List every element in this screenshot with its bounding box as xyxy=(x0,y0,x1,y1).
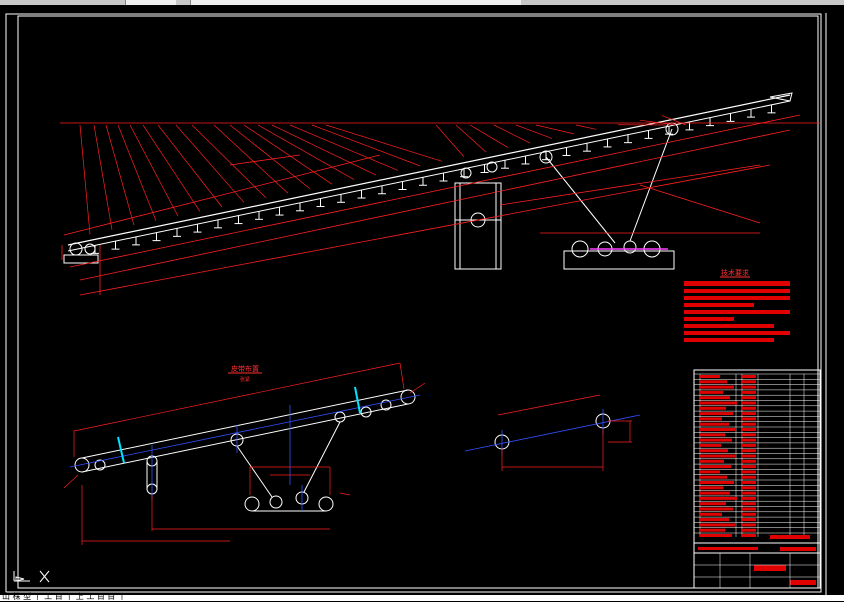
bom-row-text xyxy=(700,439,732,442)
bom-row-code xyxy=(742,529,756,532)
bom-row-text xyxy=(700,534,732,537)
bom-row-text xyxy=(700,486,723,489)
bom-row-text xyxy=(700,518,729,521)
bom-row-text xyxy=(700,492,730,495)
bom-row-text xyxy=(700,444,721,447)
leader-line xyxy=(80,125,90,234)
bom-row-text xyxy=(700,449,728,452)
belt-diagram-subtitle: 张紧 xyxy=(240,376,250,383)
leader-line xyxy=(640,120,676,125)
bom-row-code xyxy=(742,523,756,526)
leader-line xyxy=(230,125,310,189)
bom-row-code xyxy=(742,402,756,405)
bom-row-code xyxy=(742,386,756,389)
leader-line xyxy=(94,125,112,230)
bom-row-text xyxy=(700,375,720,378)
bom-row-text xyxy=(700,402,737,405)
tech-requirements-block: 技术要求 xyxy=(684,268,790,342)
leader-line xyxy=(130,125,178,216)
bom-row-code xyxy=(742,497,756,500)
inner-frame xyxy=(18,16,818,588)
bom-row-code xyxy=(742,449,756,452)
bom-row-code xyxy=(742,534,756,537)
bom-row-code xyxy=(742,481,756,484)
bom-row-code xyxy=(742,407,756,410)
leader-line xyxy=(118,125,156,221)
bom-row-text xyxy=(700,391,723,394)
bom-row-text xyxy=(700,423,729,426)
bom-row-text xyxy=(700,465,731,468)
leader-line xyxy=(290,125,398,170)
bom-row-code xyxy=(742,508,756,511)
leader-line xyxy=(516,125,552,138)
bom-row-text xyxy=(700,481,734,484)
leader-line xyxy=(470,125,508,148)
leader-line xyxy=(272,125,376,175)
leader-line xyxy=(106,125,134,225)
bom-row-text xyxy=(700,455,735,458)
bom-row-code xyxy=(742,375,756,378)
belt-arrangement-diagram: 皮带布置 张紧 xyxy=(64,363,425,545)
bom-row-code xyxy=(742,423,756,426)
crosshair-icon xyxy=(40,571,49,582)
bom-row-code xyxy=(742,433,756,436)
belt-diagram-title: 皮带布置 xyxy=(231,364,259,373)
bom-row-text xyxy=(700,396,730,399)
bom-row-code xyxy=(742,396,756,399)
bom-row-text xyxy=(700,523,736,526)
leader-line xyxy=(244,125,332,184)
bom-row-text xyxy=(700,417,722,420)
bom-row-code xyxy=(742,455,756,458)
leader-line xyxy=(258,125,354,180)
leader-line xyxy=(456,125,486,152)
bom-row-code xyxy=(742,380,756,383)
bom-row-code xyxy=(742,470,756,473)
command-line-text: 山 株 型 丨 工 目 丨 上 工 目 目 丨 xyxy=(2,591,126,602)
bom-row-code xyxy=(742,476,756,479)
bom-row-code xyxy=(742,465,756,468)
leader-line xyxy=(436,125,464,157)
tech-req-title: 技术要求 xyxy=(721,268,749,277)
bom-row-code xyxy=(742,428,756,431)
bom-row-text xyxy=(700,513,722,516)
bom-row-text xyxy=(700,433,725,436)
bom-row-text xyxy=(700,476,727,479)
bom-row-text xyxy=(700,412,733,415)
main-dimensions xyxy=(60,115,820,295)
bom-row-text xyxy=(700,380,727,383)
bom-row-code xyxy=(742,439,756,442)
bom-row-text xyxy=(700,470,720,473)
bom-row-text xyxy=(700,529,725,532)
conveyor-elevation xyxy=(64,93,792,269)
bom-row-text xyxy=(700,502,726,505)
bom-row-text xyxy=(700,497,737,500)
bom-row-code xyxy=(742,492,756,495)
bom-row-code xyxy=(742,412,756,415)
bom-row-code xyxy=(742,502,756,505)
ucs-icon xyxy=(14,571,30,581)
leader-line xyxy=(536,125,574,134)
leader-line xyxy=(312,125,420,166)
command-line[interactable]: 山 株 型 丨 工 目 丨 上 工 目 目 丨 xyxy=(0,595,844,601)
pulley-detail xyxy=(465,395,640,471)
leader-line xyxy=(494,125,530,143)
leader-line xyxy=(326,125,442,161)
bom-row-text xyxy=(700,407,726,410)
bom-row-code xyxy=(742,486,756,489)
bom-row-code xyxy=(742,444,756,447)
bom-row-code xyxy=(742,391,756,394)
bom-row-text xyxy=(700,428,736,431)
bom-row-code xyxy=(742,518,756,521)
bom-row-text xyxy=(700,386,734,389)
bom-row-code xyxy=(742,460,756,463)
bom-row-text xyxy=(700,460,724,463)
drawing-canvas[interactable]: 技术要求 皮带布置 张紧 xyxy=(0,5,844,595)
title-block xyxy=(694,370,820,588)
bom-row-code xyxy=(742,417,756,420)
leader-line xyxy=(576,125,596,129)
bom-row-text xyxy=(700,508,733,511)
bom-row-code xyxy=(742,513,756,516)
